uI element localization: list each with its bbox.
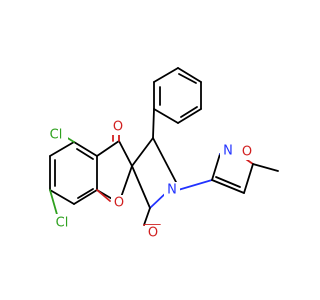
chlorine-bond (49, 189, 59, 219)
amide-nitrogen-label: N (167, 183, 177, 198)
phenyl-bond (177, 108, 202, 124)
chemical-structure-diagram: O O O N N O Cl Cl (44, 67, 279, 241)
chromone-bond (96, 140, 120, 157)
bottom-chlorine-label: Cl (56, 216, 69, 231)
ketone-oxygen-label: O (113, 120, 123, 135)
benzo-double-bond (76, 148, 94, 160)
amide-nitrogen-bg (164, 182, 180, 198)
ketone-oxygen-bg (110, 119, 126, 135)
methyl-bond (252, 163, 279, 172)
isoxazole-oxygen-label: O (242, 145, 252, 160)
isoxazole-ring (211, 150, 279, 194)
phenyl-double-bond (180, 106, 198, 118)
bottom-chlorine-bg (50, 214, 74, 232)
benzo-double-bond (77, 188, 94, 199)
n-isoxazole-bond (177, 179, 213, 191)
ring-oxygen-label: O (114, 196, 124, 211)
phenyl-ring (152, 67, 202, 139)
phenyl-bond (153, 67, 179, 83)
phenyl-link-bond (152, 108, 155, 139)
isoxazole-double-bond (215, 176, 241, 188)
top-chlorine-label: Cl (50, 128, 63, 143)
lactam-bond (143, 207, 151, 226)
isoxazole-nitrogen-label: N (223, 144, 233, 159)
benzo-bond (49, 189, 75, 205)
benzo-bond (73, 141, 98, 157)
molecule-svg: O O O N N O Cl Cl (44, 67, 279, 241)
isoxazole-bond (243, 163, 254, 194)
isoxazole-oxygen-bg (239, 144, 255, 160)
chromone-bond (118, 140, 133, 167)
benzo-bond (49, 141, 75, 157)
phenyl-double-bond (178, 73, 197, 84)
ring-bond (152, 137, 177, 183)
top-chlorine-bg (44, 126, 68, 144)
benzo-bond (73, 189, 98, 205)
lactam-oxygen-label: O (148, 226, 158, 241)
ring-oxygen-bond (96, 189, 111, 202)
ring-oxygen-bg (111, 195, 127, 211)
atom-labels: O O O N N O Cl Cl (44, 119, 255, 241)
phenyl-bond (177, 67, 202, 83)
isoxazole-bond (211, 179, 245, 194)
isoxazole-bond (211, 153, 221, 181)
ring-bond (131, 137, 154, 167)
ring-bond (131, 165, 151, 209)
phenyl-bond (153, 108, 179, 124)
lactam-oxygen-bg (145, 225, 161, 241)
isoxazole-nitrogen-bg (220, 143, 236, 159)
